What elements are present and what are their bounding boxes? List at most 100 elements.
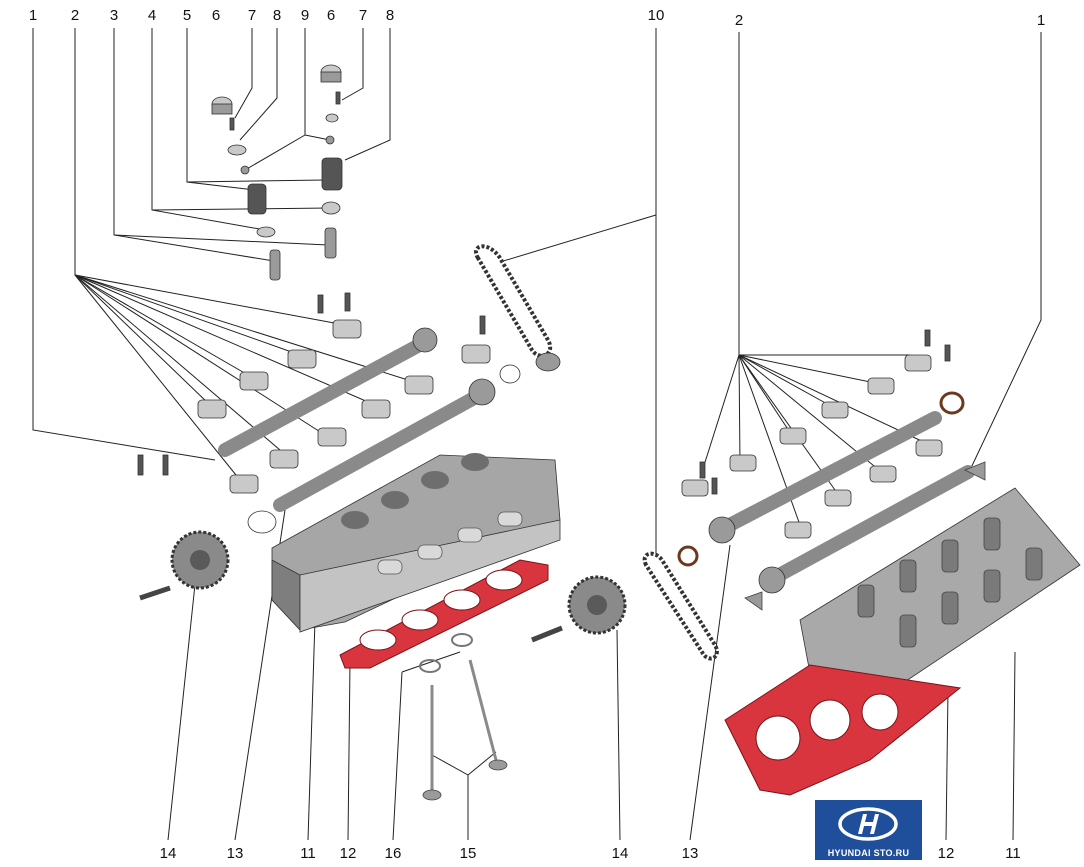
cap-bolt (924, 329, 931, 347)
spring-seat-a (256, 226, 276, 238)
callout-1-right: 1 (1037, 12, 1045, 29)
spring-retainer-a (227, 144, 247, 156)
callout-6-a: 6 (212, 7, 220, 24)
exhaust-camshaft-left (273, 385, 492, 512)
cap-bolt (344, 292, 351, 312)
callout-12-right: 12 (938, 845, 955, 862)
cam-key-right (964, 461, 986, 481)
exhaust-camshaft-right (763, 465, 975, 587)
logo-text: HYUNDAI STO.RU (827, 848, 910, 858)
valve-seat-ring-b (451, 633, 473, 647)
callout-8-a: 8 (273, 7, 281, 24)
callout-4: 4 (148, 7, 156, 24)
hyundai-logo: HYUNDAI STO.RU (815, 800, 922, 860)
valves (419, 633, 508, 801)
valve-guide-a (269, 249, 281, 281)
cap-bolt (699, 461, 706, 479)
callout-13-left: 13 (227, 845, 244, 862)
callout-13-right: 13 (682, 845, 699, 862)
spring-retainer-b (325, 113, 339, 123)
callout-6-b: 6 (327, 7, 335, 24)
callout-10: 10 (648, 7, 665, 24)
callout-1-left: 1 (29, 7, 37, 24)
cap-bolt (944, 344, 951, 362)
callout-8-b: 8 (386, 7, 394, 24)
valve-spring-a (247, 183, 267, 215)
valve-cotter-b (335, 91, 341, 105)
callout-7-a: 7 (248, 7, 256, 24)
callout-2-right: 2 (735, 12, 743, 29)
callout-12-left: 12 (340, 845, 357, 862)
bearing-cap (869, 465, 897, 483)
bearing-cap (287, 349, 317, 369)
valve-seal-b (325, 135, 335, 145)
bearing-cap (904, 354, 932, 372)
callout-15: 15 (460, 845, 477, 862)
cam-seal-left (247, 510, 277, 534)
cam-seal-right-b (677, 545, 699, 567)
bearing-cap (229, 474, 259, 494)
bearing-cap (269, 449, 299, 469)
bearing-cap (239, 371, 269, 391)
callout-9: 9 (301, 7, 309, 24)
hyundai-emblem-icon (838, 807, 898, 841)
bearing-cap (361, 399, 391, 419)
cam-sprocket-a (412, 327, 438, 353)
cam-sprocket-c (708, 516, 736, 544)
cylinder-head-left (271, 453, 561, 633)
exhaust-valve-stem (468, 659, 498, 761)
camshafts-right (677, 329, 986, 611)
cam-sprocket-d (758, 566, 786, 594)
valve-guide-b (324, 227, 337, 259)
exhaust-valve-head (488, 759, 508, 771)
bearing-cap (197, 399, 227, 419)
top-callouts: 1 2 3 4 5 6 7 8 9 6 7 8 10 2 1 (29, 7, 1045, 29)
valve-seal-a (240, 165, 250, 175)
callout-11-right: 11 (1005, 845, 1021, 862)
cap-bolt (137, 454, 144, 476)
bearing-cap (729, 454, 757, 472)
sprocket-bolt-right (531, 625, 563, 643)
bearing-cap (915, 439, 943, 457)
bearing-cap (317, 427, 347, 447)
bearing-cap (867, 377, 895, 395)
callout-5: 5 (183, 7, 191, 24)
cam-sprocket-left-large (139, 530, 230, 601)
bottom-callouts: 14 13 11 12 16 15 14 13 12 11 (160, 845, 1021, 862)
bearing-cap (332, 319, 362, 339)
intake-camshaft-right (713, 411, 942, 537)
timing-chain-left (474, 244, 552, 358)
callout-14-left: 14 (160, 845, 177, 862)
intake-valve-head (422, 789, 442, 801)
timing-chain-right (642, 551, 719, 661)
camshafts-left (137, 292, 561, 534)
sprocket-bolt-left (139, 585, 171, 601)
bearing-cap (681, 479, 709, 497)
cap-bolt (162, 454, 169, 476)
cam-seal-left-b (499, 364, 521, 384)
bearing-cap (404, 375, 434, 395)
valve-train-left (211, 64, 343, 281)
head-gasket-right (724, 664, 962, 796)
bearing-cap (779, 427, 807, 445)
cam-key-right-b (744, 591, 763, 611)
leader-lines (32, 28, 1042, 841)
callout-2-left: 2 (71, 7, 79, 24)
spring-seat-b (321, 201, 341, 215)
cam-seal-right (939, 391, 965, 415)
hydraulic-lifter-b-body (320, 71, 342, 83)
hydraulic-lifter-a-body (211, 103, 233, 115)
cap-bolt (317, 294, 324, 314)
cap-bolt (711, 477, 718, 495)
bearing-cap (784, 521, 812, 539)
callout-14-right: 14 (612, 845, 629, 862)
callout-3: 3 (110, 7, 118, 24)
bearing-cap (824, 489, 852, 507)
chain-tensioner-left (535, 352, 561, 372)
valve-seat-ring-a (419, 659, 441, 673)
valve-spring-b (321, 157, 343, 191)
head-gasket-left (339, 559, 549, 669)
cap-bolt (479, 315, 486, 335)
cam-sprocket-b (468, 378, 496, 406)
